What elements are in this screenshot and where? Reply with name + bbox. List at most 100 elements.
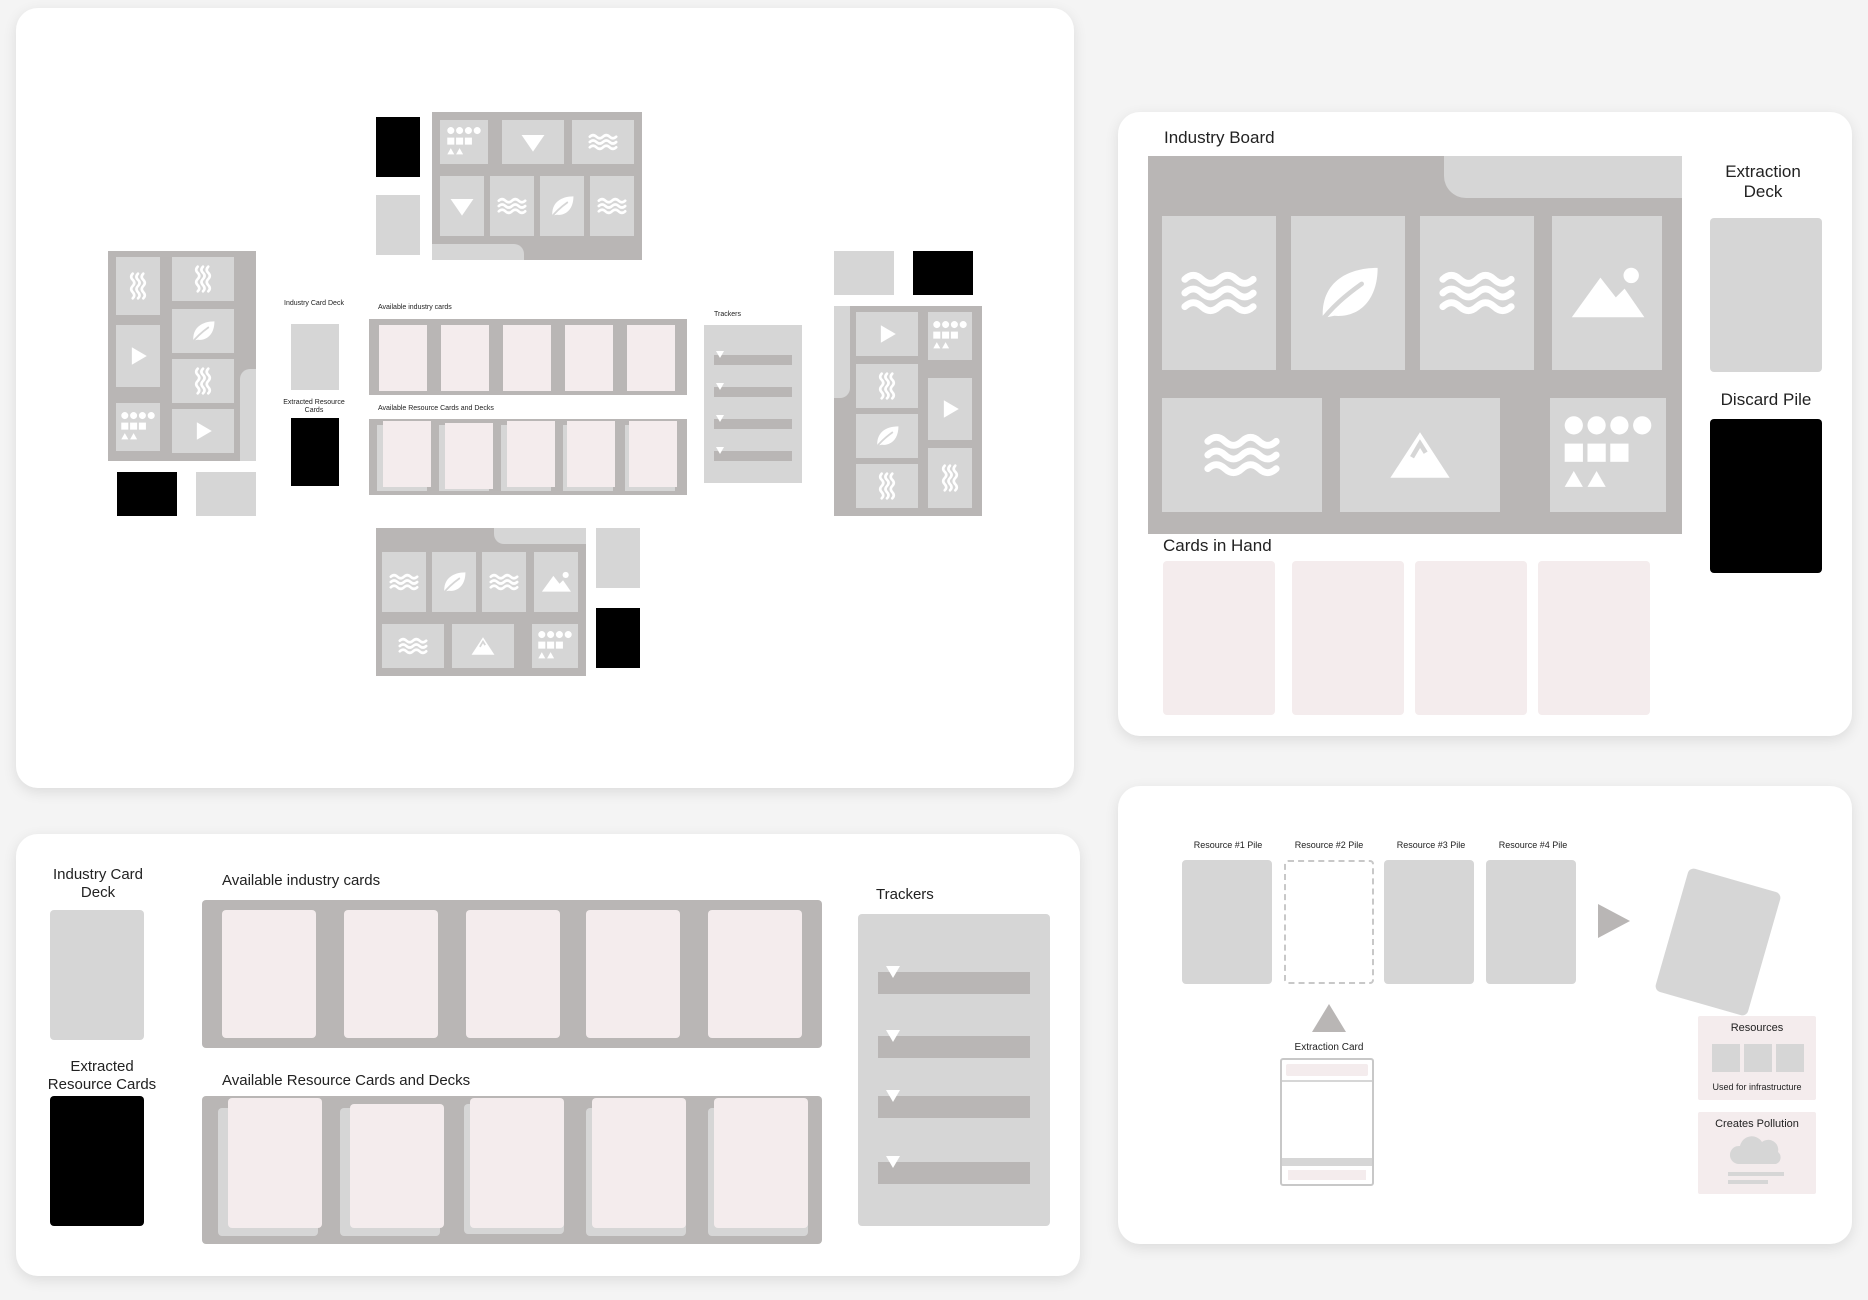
extracted-resource-cards-label: Extracted Resource Cards xyxy=(47,1058,157,1093)
industry-board xyxy=(1148,156,1682,534)
right-discard-pile[interactable] xyxy=(913,251,973,295)
hand-card[interactable] xyxy=(1415,561,1527,715)
mountain-icon xyxy=(1552,216,1662,370)
extraction-panel: Resource #1 Pile Resource #2 Pile Resour… xyxy=(1118,786,1852,1244)
water-waves-icon xyxy=(382,624,444,668)
extracted-resource-cards[interactable] xyxy=(291,418,339,486)
market-panel: Industry Card Deck Extracted Resource Ca… xyxy=(16,834,1080,1276)
right-extraction-deck[interactable] xyxy=(834,251,894,295)
resource-card[interactable] xyxy=(714,1098,808,1228)
vertical-waves-icon xyxy=(856,464,918,508)
tracker-marker[interactable] xyxy=(886,1156,900,1168)
tracker-bar xyxy=(878,972,1030,994)
water-waves-icon xyxy=(1420,216,1534,370)
industry-card-deck[interactable] xyxy=(50,910,144,1040)
tracker-marker[interactable] xyxy=(886,1030,900,1042)
top-discard-pile[interactable] xyxy=(376,117,420,177)
available-resource-cards-label: Available Resource Cards and Decks xyxy=(222,1072,471,1089)
water-waves-icon xyxy=(482,552,526,612)
resource-pile-1[interactable] xyxy=(1182,860,1272,984)
tracker-marker[interactable] xyxy=(886,1090,900,1102)
tracker-marker[interactable] xyxy=(886,966,900,978)
water-waves-icon xyxy=(1162,216,1276,370)
available-resource-cards-label: Available Resource Cards and Decks xyxy=(378,405,494,412)
shapes-icon xyxy=(1550,398,1666,512)
industry-card[interactable] xyxy=(344,910,438,1038)
extraction-card[interactable] xyxy=(1280,1058,1374,1186)
extracted-resource-cards[interactable] xyxy=(50,1096,144,1226)
resource-cards-row xyxy=(369,419,687,495)
resource-pile-2-label: Resource #2 Pile xyxy=(1294,840,1364,850)
water-waves-icon xyxy=(382,552,426,612)
left-industry-board xyxy=(108,251,256,461)
tracker-bar xyxy=(878,1096,1030,1118)
industry-card-deck[interactable] xyxy=(291,324,339,390)
play-icon xyxy=(172,409,234,453)
pollution-card: Creates Pollution xyxy=(1698,1112,1816,1194)
mountain-icon xyxy=(452,624,514,668)
resource-card[interactable] xyxy=(350,1104,444,1228)
leaf-icon xyxy=(856,414,918,458)
left-extraction-deck[interactable] xyxy=(196,472,256,516)
resource-card[interactable] xyxy=(592,1098,686,1228)
vertical-waves-icon xyxy=(172,257,234,301)
trackers-label: Trackers xyxy=(876,886,934,903)
hand-card[interactable] xyxy=(1538,561,1650,715)
leaf-icon xyxy=(432,552,476,612)
industry-card-deck-label: Industry Card Deck xyxy=(284,300,344,307)
bottom-extraction-deck[interactable] xyxy=(596,528,640,588)
shapes-icon xyxy=(440,120,488,164)
discard-pile-label: Discard Pile xyxy=(1720,390,1812,409)
drawn-card[interactable] xyxy=(1654,867,1782,1017)
play-icon xyxy=(928,378,972,440)
trackers-board xyxy=(704,325,802,483)
triangle-icon xyxy=(856,312,918,356)
bottom-industry-board xyxy=(376,528,586,676)
resource-pile-4[interactable] xyxy=(1486,860,1576,984)
industry-card-deck-label: Industry Card Deck xyxy=(52,866,144,901)
extracted-resource-cards-label: Extracted Resource Cards xyxy=(283,399,345,414)
resource-card[interactable] xyxy=(470,1098,564,1228)
bottom-discard-pile[interactable] xyxy=(596,608,640,668)
resources-card: Resources Used for infrastructure xyxy=(1698,1016,1816,1100)
resource-pile-4-label: Resource #4 Pile xyxy=(1498,840,1568,850)
top-industry-board xyxy=(432,112,642,260)
trackers-board xyxy=(858,914,1050,1226)
industry-card[interactable] xyxy=(466,910,560,1038)
resource-pile-2-empty-slot[interactable] xyxy=(1284,860,1374,984)
resource-pile-3-label: Resource #3 Pile xyxy=(1396,840,1466,850)
used-for-infrastructure-label: Used for infrastructure xyxy=(1712,1082,1802,1092)
mountain-icon xyxy=(1340,398,1500,512)
available-industry-cards-label: Available industry cards xyxy=(222,872,381,889)
shapes-icon xyxy=(532,624,578,668)
cards-in-hand-label: Cards in Hand xyxy=(1163,536,1272,555)
industry-board-title: Industry Board xyxy=(1164,128,1275,147)
available-industry-cards-label: Available industry cards xyxy=(378,304,452,311)
water-waves-icon xyxy=(1162,398,1322,512)
arrow-right-icon xyxy=(1598,904,1630,938)
top-extraction-deck[interactable] xyxy=(376,195,420,255)
discard-pile[interactable] xyxy=(1710,419,1822,573)
hand-card[interactable] xyxy=(1163,561,1275,715)
resource-pile-1-label: Resource #1 Pile xyxy=(1193,840,1263,850)
leaf-icon xyxy=(540,176,584,236)
resource-card[interactable] xyxy=(228,1098,322,1228)
creates-pollution-label: Creates Pollution xyxy=(1715,1118,1799,1130)
play-icon xyxy=(116,325,160,387)
industry-card[interactable] xyxy=(222,910,316,1038)
left-discard-pile[interactable] xyxy=(117,472,177,516)
water-waves-icon xyxy=(590,176,634,236)
resource-cards-row xyxy=(202,1096,822,1244)
industry-cards-row xyxy=(369,319,687,395)
industry-card[interactable] xyxy=(586,910,680,1038)
industry-card[interactable] xyxy=(708,910,802,1038)
industry-cards-row xyxy=(202,900,822,1048)
overview-panel: Industry Card Deck Extracted Resource Ca… xyxy=(16,8,1074,788)
resources-label: Resources xyxy=(1730,1022,1784,1034)
resource-pile-3[interactable] xyxy=(1384,860,1474,984)
extraction-deck[interactable] xyxy=(1710,218,1822,372)
water-waves-icon xyxy=(490,176,534,236)
hand-card[interactable] xyxy=(1292,561,1404,715)
tracker-bar xyxy=(878,1036,1030,1058)
vertical-waves-icon xyxy=(172,359,234,403)
